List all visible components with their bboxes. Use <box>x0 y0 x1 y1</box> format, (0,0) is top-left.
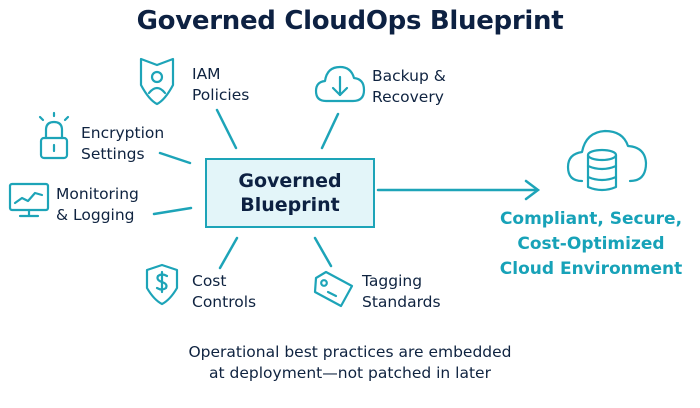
cloud-database-icon <box>566 129 648 192</box>
outcome-label: Compliant, Secure, Cost-Optimized Cloud … <box>499 209 683 279</box>
tag-icon <box>313 270 354 308</box>
connector-monitoring <box>152 206 193 216</box>
shield-dollar-icon <box>145 263 179 306</box>
input-label-backup: Backup & Recovery <box>372 67 446 106</box>
input-label-cost: Cost Controls <box>192 272 257 311</box>
connector-iam <box>215 108 238 150</box>
connector-backup <box>320 112 340 150</box>
page-title: Governed CloudOps Blueprint <box>136 6 564 36</box>
arrowhead <box>524 179 541 201</box>
input-label-monitoring: Monitoring & Logging <box>56 185 139 224</box>
connector-cost <box>218 236 239 270</box>
governed-blueprint-box: Governed Blueprint <box>205 158 375 228</box>
monitor-chart-icon <box>8 182 50 218</box>
cloud-download-icon <box>314 65 366 103</box>
shield-user-icon <box>139 57 175 106</box>
input-label-encryption: Encryption Settings <box>81 124 165 163</box>
input-label-tagging: Tagging Standards <box>362 272 441 311</box>
input-label-iam: IAM Policies <box>192 65 250 104</box>
connector-encryption <box>158 151 192 165</box>
padlock-icon <box>38 111 70 160</box>
connector-tagging <box>313 236 333 268</box>
footer-caption: Operational best practices are embedded … <box>188 343 512 382</box>
